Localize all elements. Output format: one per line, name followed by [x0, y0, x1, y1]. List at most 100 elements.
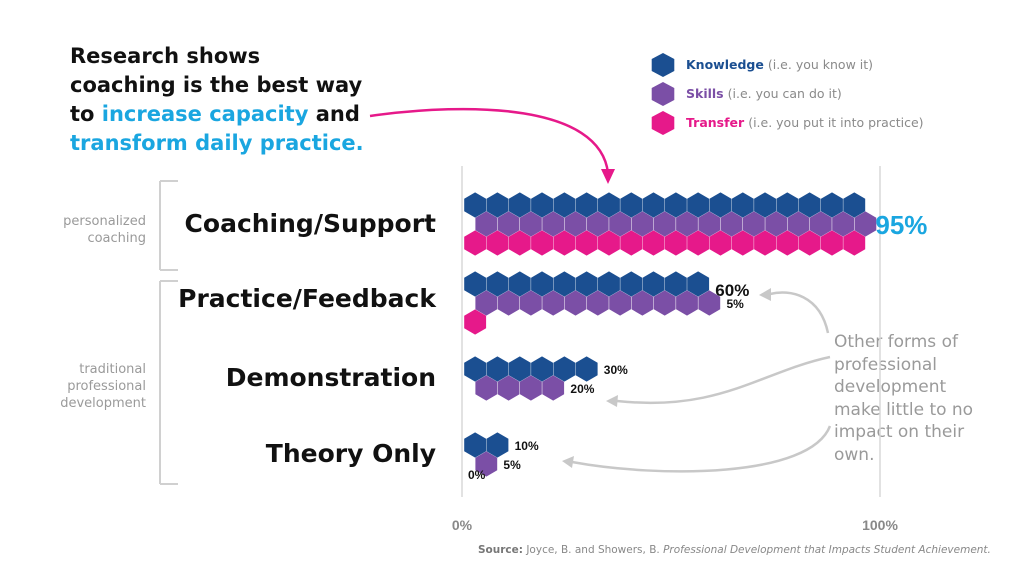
hex-skills-practice-feedback	[676, 290, 698, 316]
hex-knowledge-practice-feedback	[620, 271, 643, 297]
x-tick-label: 100%	[862, 517, 898, 533]
hex-skills-coaching-support	[698, 211, 721, 237]
hex-knowledge-theory-only	[464, 432, 487, 458]
hex-transfer-coaching-support	[553, 230, 576, 256]
hex-skills-coaching-support	[743, 211, 765, 237]
hex-knowledge-practice-feedback	[531, 271, 553, 297]
source-authors: Joyce, B. and Showers, B.	[526, 544, 660, 556]
hex-skills-demonstration	[520, 375, 542, 401]
hex-skills-coaching-support	[497, 211, 520, 237]
hex-transfer-coaching-support	[709, 230, 732, 256]
category-label-coaching: Coaching/Support	[184, 209, 436, 238]
hex-skills-practice-feedback	[653, 290, 676, 316]
hex-knowledge-practice-feedback	[508, 271, 531, 297]
hex-skills-coaching-support	[542, 211, 565, 237]
hex-knowledge-coaching-support	[798, 192, 821, 218]
hex-knowledge-theory-only	[486, 432, 509, 458]
hex-knowledge-demonstration	[575, 356, 598, 382]
hex-transfer-coaching-support	[508, 230, 531, 256]
category-label-practice: Practice/Feedback	[178, 284, 436, 313]
hex-skills-coaching-support	[564, 211, 587, 237]
hex-skills-practice-feedback	[631, 290, 654, 316]
hex-skills-coaching-support	[520, 211, 542, 237]
hex-knowledge-coaching-support	[620, 192, 643, 218]
hex-knowledge-practice-feedback	[598, 271, 620, 297]
hex-transfer-coaching-support	[464, 230, 487, 256]
hexagon-icon	[651, 110, 675, 135]
hex-skills-coaching-support	[765, 211, 788, 237]
hex-transfer-coaching-support	[598, 230, 620, 256]
x-axis: 0% 100%	[452, 517, 899, 533]
legend-item-transfer: Transfer (i.e. you put it into practice)	[650, 108, 924, 137]
hex-transfer-coaching-support	[687, 230, 710, 256]
legend-item-knowledge: Knowledge (i.e. you know it)	[650, 50, 924, 79]
hex-transfer-coaching-support	[486, 230, 509, 256]
hex-skills-practice-feedback	[542, 290, 565, 316]
hex-transfer-practice-feedback	[464, 309, 487, 335]
headline-line-2: coaching is the best way	[70, 73, 363, 97]
source-citation: Source: Joyce, B. and Showers, B. Profes…	[478, 544, 991, 556]
x-tick-label: 0%	[452, 517, 473, 533]
legend-key-skills: Skills	[686, 86, 724, 101]
value-label-practice-feedback: 60%	[715, 281, 749, 300]
gray-arrow-demonstration	[616, 355, 831, 405]
legend-key-knowledge: Knowledge	[686, 57, 764, 72]
headline-line-3-pre: to	[70, 102, 102, 126]
group-label-personalized: personalized coaching	[63, 214, 146, 246]
value-label-practice-feedback: 5%	[727, 297, 745, 311]
hex-skills-theory-only	[475, 451, 498, 477]
hex-knowledge-practice-feedback	[642, 271, 665, 297]
headline-line-1: Research shows	[70, 44, 261, 68]
value-label-theory-only: 10%	[515, 439, 539, 453]
gray-arrow-practice	[769, 291, 830, 334]
hex-skills-coaching-support	[854, 211, 877, 237]
headline-line-3: to increase capacity and	[70, 100, 400, 129]
hex-transfer-coaching-support	[531, 230, 553, 256]
hex-skills-coaching-support	[475, 211, 498, 237]
hex-transfer-coaching-support	[620, 230, 643, 256]
hex-knowledge-coaching-support	[464, 192, 487, 218]
category-label-demonstration: Demonstration	[225, 363, 436, 392]
value-label-coaching-support: 95%	[875, 210, 927, 240]
headline-highlight-capacity: increase capacity	[101, 102, 309, 126]
hex-knowledge-coaching-support	[687, 192, 710, 218]
hex-knowledge-demonstration	[531, 356, 553, 382]
hex-skills-coaching-support	[832, 211, 854, 237]
hex-transfer-coaching-support	[575, 230, 598, 256]
hex-skills-practice-feedback	[609, 290, 631, 316]
annotation-note: Other forms of professional development …	[834, 332, 974, 465]
legend-desc-transfer: (i.e. you put it into practice)	[748, 115, 924, 130]
hex-knowledge-practice-feedback	[664, 271, 687, 297]
hex-skills-practice-feedback	[520, 290, 542, 316]
hex-skills-practice-feedback	[564, 290, 587, 316]
value-label-theory-only: 5%	[503, 458, 521, 472]
hex-knowledge-coaching-support	[731, 192, 754, 218]
source-title: Professional Development that Impacts St…	[663, 544, 991, 556]
hex-skills-coaching-support	[653, 211, 676, 237]
hex-skills-coaching-support	[809, 211, 832, 237]
headline-line-3-post: and	[308, 102, 360, 126]
hex-knowledge-coaching-support	[642, 192, 665, 218]
hex-knowledge-practice-feedback	[464, 271, 487, 297]
hex-knowledge-coaching-support	[776, 192, 799, 218]
legend: Knowledge (i.e. you know it) Skills (i.e…	[650, 50, 924, 137]
hex-knowledge-coaching-support	[553, 192, 576, 218]
hex-skills-practice-feedback	[698, 290, 721, 316]
hex-transfer-coaching-support	[754, 230, 776, 256]
hex-knowledge-demonstration	[486, 356, 509, 382]
hex-knowledge-demonstration	[464, 356, 487, 382]
hex-knowledge-practice-feedback	[687, 271, 710, 297]
value-labels: 95%60%5%30%20%10%5%0%	[468, 210, 927, 482]
legend-item-skills: Skills (i.e. you can do it)	[650, 79, 924, 108]
hex-skills-coaching-support	[787, 211, 810, 237]
hex-knowledge-demonstration	[508, 356, 531, 382]
hex-transfer-coaching-support	[642, 230, 665, 256]
hex-knowledge-coaching-support	[486, 192, 509, 218]
hex-knowledge-coaching-support	[575, 192, 598, 218]
hex-skills-demonstration	[497, 375, 520, 401]
group-label-traditional: traditional professional development	[60, 362, 146, 411]
hex-knowledge-coaching-support	[843, 192, 866, 218]
gray-arrowhead-icon	[562, 456, 574, 468]
headline: Research shows coaching is the best way …	[70, 42, 400, 158]
